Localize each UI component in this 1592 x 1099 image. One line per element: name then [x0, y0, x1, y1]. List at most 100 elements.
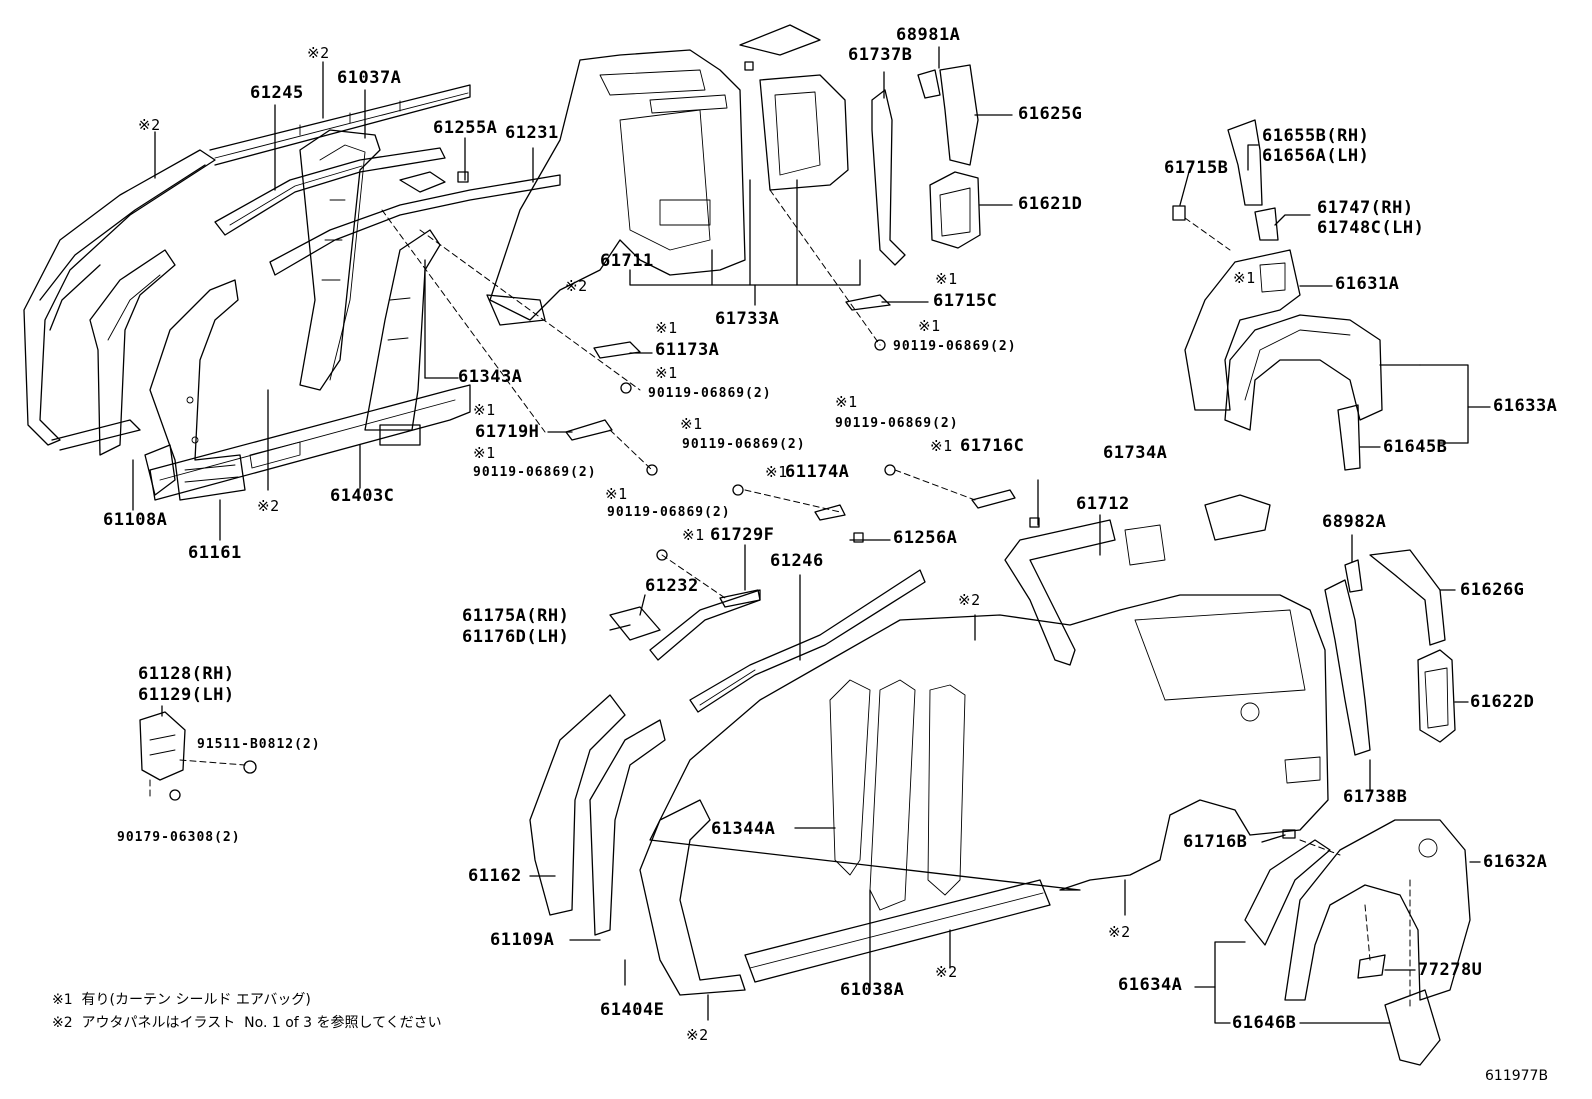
mark-1: ※1: [473, 444, 496, 462]
footnote-1: ※1 有り(カーテン シールド エアバッグ): [52, 992, 311, 1008]
part-label-61716C: 61716C: [960, 436, 1025, 456]
part-label-61404E: 61404E: [600, 1000, 665, 1020]
mark-1: ※1: [1233, 269, 1256, 287]
front-pillar-61109A-drawing: [639, 799, 746, 996]
part-label-61403C: 61403C: [330, 486, 395, 506]
part-label-61108A: 61108A: [103, 510, 168, 530]
side-rail-61232-drawing: [609, 589, 761, 661]
mark-2: ※2: [257, 497, 280, 515]
mark-1: ※1: [935, 270, 958, 288]
part-label-61626G: 61626G: [1460, 580, 1525, 600]
quarter-inner-panel-61711-drawing: [486, 49, 746, 326]
part-label-61161: 61161: [188, 543, 242, 563]
part-label-61719H: 61719H: [475, 422, 540, 442]
side-outer-frame-drawing: [23, 84, 471, 451]
part-label-61037A: 61037A: [337, 68, 402, 88]
part-label-61174A: 61174A: [785, 462, 850, 482]
part-label-61729F: 61729F: [710, 525, 775, 545]
rear-inner-61712-drawing: [1004, 494, 1271, 666]
mark-1: ※1: [655, 319, 678, 337]
roof-rail-inner-drawing: [214, 147, 446, 236]
part-label-61715C: 61715C: [933, 291, 998, 311]
part-label-68982A: 68982A: [1322, 512, 1387, 532]
bolt-label: 90119-06869(2): [473, 465, 597, 480]
wheelhouse-inner-61634A-drawing: [1244, 839, 1441, 1066]
part-label-61173A: 61173A: [655, 340, 720, 360]
part-label-61747: 61747(RH): [1317, 198, 1414, 218]
part-label-61646B: 61646B: [1232, 1013, 1297, 1033]
illustration-reference-code: 611977B: [1485, 1068, 1549, 1084]
mark-1: ※1: [765, 463, 788, 481]
part-label-61631A: 61631A: [1335, 274, 1400, 294]
part-label-61733A: 61733A: [715, 309, 780, 329]
wheelhouse-61633A-drawing: [1224, 314, 1383, 471]
mark-2: ※2: [1108, 923, 1131, 941]
rocker-61403C-drawing: [149, 384, 471, 501]
mark-1: ※1: [680, 415, 703, 433]
rear-pillar-61738B-drawing: [1324, 559, 1371, 756]
mark-2: ※2: [138, 116, 161, 134]
mark-2: ※2: [958, 591, 981, 609]
part-label-77278U: 77278U: [1418, 960, 1483, 980]
clip-drawings: [565, 61, 1296, 839]
bracket-61128-drawing: [139, 711, 257, 801]
wheelhouse-outer-61632A-drawing: [1284, 819, 1471, 1001]
front-pillar-61161-drawing: [149, 279, 246, 501]
bracket-68981A-61625G-drawing: [917, 64, 979, 166]
mark-1: ※1: [930, 437, 953, 455]
part-label-61715B: 61715B: [1164, 158, 1229, 178]
part-label-61716B: 61716B: [1183, 832, 1248, 852]
quarter-reinforcement-61733A-drawing: [739, 24, 849, 191]
mark-2: ※2: [935, 963, 958, 981]
wheelhouse-61631A-drawing: [1184, 249, 1301, 411]
mark-2: ※2: [565, 277, 588, 295]
bolt-label: 90119-06869(2): [835, 416, 959, 431]
mark-1: ※1: [655, 364, 678, 382]
mark-1: ※1: [918, 317, 941, 335]
part-label-61245: 61245: [250, 83, 304, 103]
part-label-61232: 61232: [645, 576, 699, 596]
mark-2: ※2: [307, 44, 330, 62]
bolt-label: 90119-06869(2): [682, 437, 806, 452]
part-label-61256A: 61256A: [893, 528, 958, 548]
bolt-label: 90119-06869(2): [893, 339, 1017, 354]
part-label-61645B: 61645B: [1383, 437, 1448, 457]
outer-body-side-drawing: [649, 594, 1329, 983]
center-pillar-inner-drawing: [299, 129, 381, 391]
part-label-61655B: 61655B(RH): [1262, 126, 1370, 146]
front-pillar-61108A-drawing: [89, 249, 176, 496]
upper-pillar-61655B-drawing: [1172, 119, 1279, 241]
part-label-61343A: 61343A: [458, 367, 523, 387]
roof-rail-61246-drawing: [689, 569, 926, 713]
mark-2: ※2: [686, 1026, 709, 1044]
part-label-61162: 61162: [468, 866, 522, 886]
part-label-61738B: 61738B: [1343, 787, 1408, 807]
part-label-61734A: 61734A: [1103, 443, 1168, 463]
part-label-61246: 61246: [770, 551, 824, 571]
bolt-label: 91511-B0812(2): [197, 737, 321, 752]
part-label-61711: 61711: [600, 251, 654, 271]
part-label-61175A: 61175A(RH): [462, 606, 570, 626]
bolt-label: 90119-06869(2): [607, 505, 731, 520]
dashed-guides: [149, 189, 1411, 1011]
mark-1: ※1: [473, 401, 496, 419]
center-pillar-61343A-drawing: [364, 229, 441, 446]
part-label-61109A: 61109A: [490, 930, 555, 950]
part-label-61255A: 61255A: [433, 118, 498, 138]
panel-61622D-drawing: [1417, 649, 1456, 743]
part-label-61622D: 61622D: [1470, 692, 1535, 712]
part-label-61176D: 61176D(LH): [462, 627, 570, 647]
panel-61621D-drawing: [929, 171, 981, 249]
part-label-61632A: 61632A: [1483, 852, 1548, 872]
part-label-61712: 61712: [1076, 494, 1130, 514]
part-label-61625G: 61625G: [1018, 104, 1083, 124]
footnote-2: ※2 アウタパネルはイラスト No. 1 of 3 を参照してください: [52, 1015, 442, 1031]
part-label-68981A: 68981A: [896, 25, 961, 45]
part-label-61128: 61128(RH): [138, 664, 235, 684]
roof-side-rail-61231-drawing: [269, 171, 561, 276]
part-label-61748C: 61748C(LH): [1317, 218, 1425, 238]
part-label-61038A: 61038A: [840, 980, 905, 1000]
part-label-61737B: 61737B: [848, 45, 913, 65]
